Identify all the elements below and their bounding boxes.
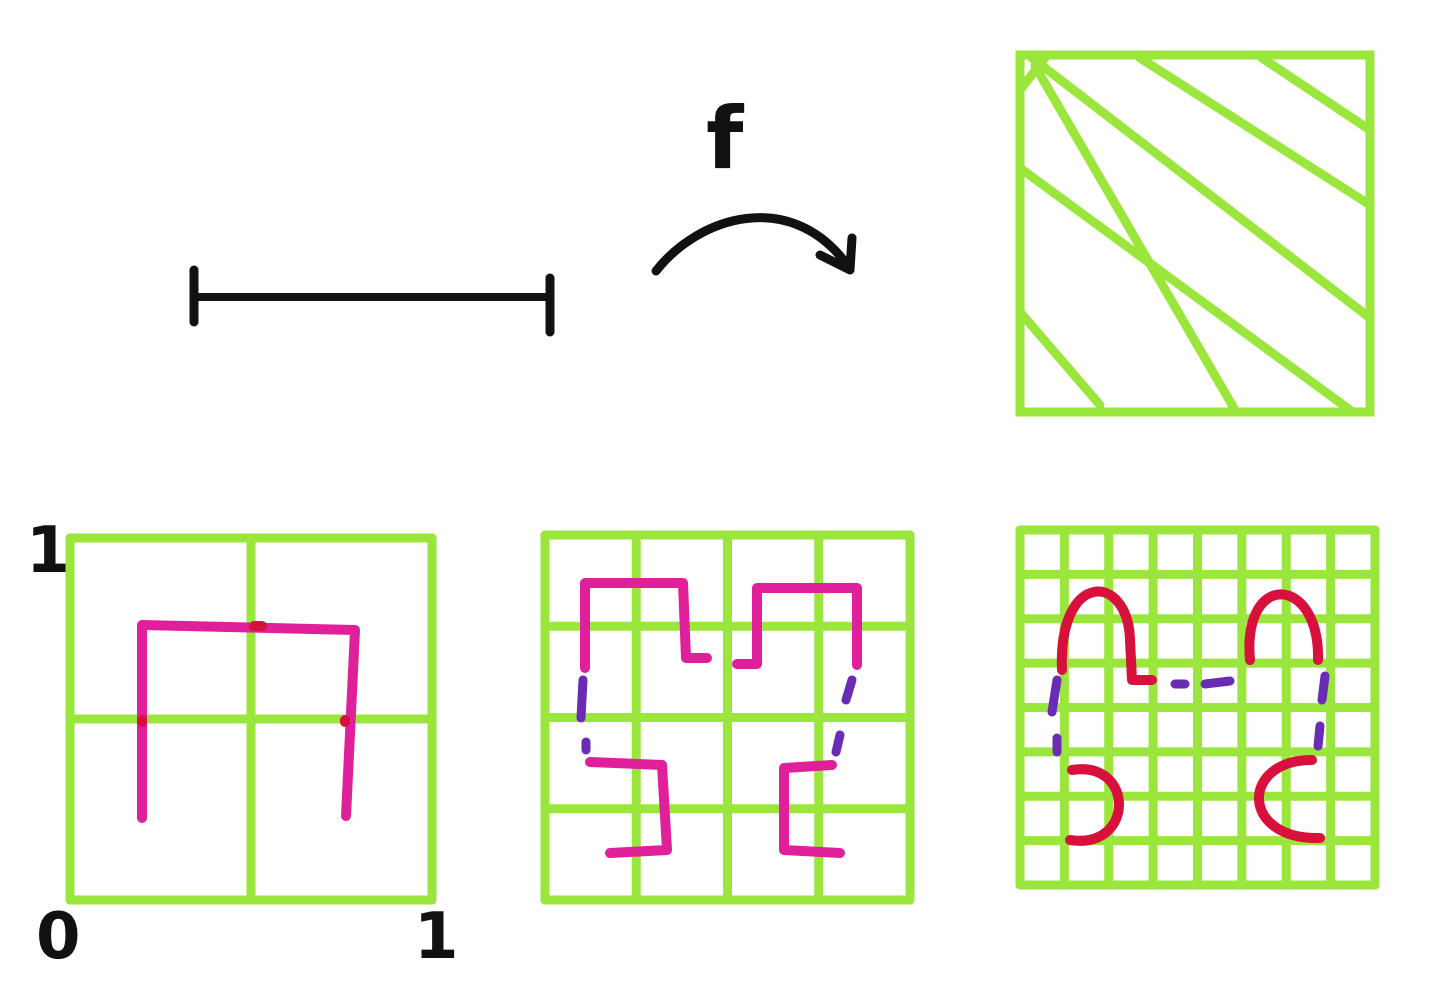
unit-interval — [189, 265, 555, 337]
hilbert-curve-order-2 — [576, 578, 862, 858]
filled-square — [1015, 50, 1375, 417]
hilbert-curve-order-3 — [1047, 586, 1330, 846]
axis-label-right-1: 1 — [414, 900, 459, 974]
hilbert-order-1-grid — [65, 533, 437, 905]
map-label-f: f — [706, 89, 745, 189]
axis-label-origin-0: 0 — [36, 900, 81, 974]
hilbert-order-2-grid — [540, 530, 915, 905]
axis-label-top-1: 1 — [26, 514, 71, 588]
hilbert-order-3-grid — [1015, 525, 1380, 890]
hilbert-curve-order-1 — [137, 620, 360, 823]
curved-arrow-icon — [651, 213, 857, 276]
